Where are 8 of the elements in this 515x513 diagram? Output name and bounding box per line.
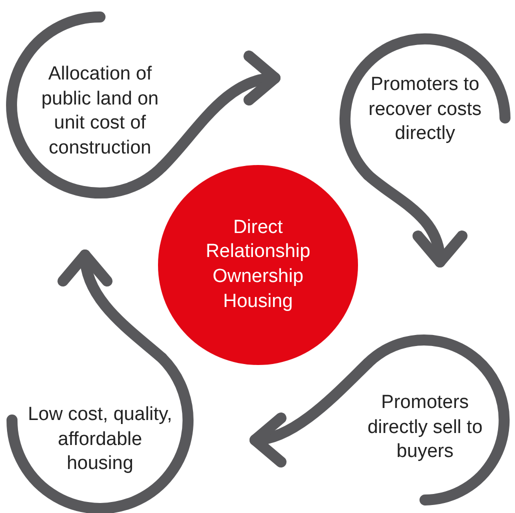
curved-arrow bbox=[156, 53, 280, 172]
curved-arrow bbox=[250, 358, 374, 465]
step-label: Promoters to recover costs directly bbox=[368, 72, 482, 146]
step-label: Allocation of public land on unit cost of construction bbox=[40, 62, 160, 161]
step-label: Promoters directly sell to buyers bbox=[366, 390, 484, 464]
step-label: Low cost, quality, affordable housing bbox=[26, 402, 174, 476]
curved-arrow bbox=[60, 250, 168, 364]
curved-arrow bbox=[362, 170, 466, 268]
